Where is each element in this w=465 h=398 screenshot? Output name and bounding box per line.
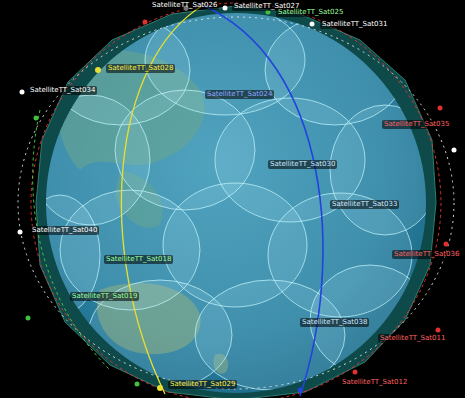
satellite-label: SatelliteTT_Sat026: [150, 1, 219, 10]
satellite-label: SatelliteTT_Sat012: [340, 378, 409, 387]
satellite-label: SatelliteTT_Sat036: [392, 250, 461, 259]
satellite-label: SatelliteTT_Sat030: [268, 160, 337, 169]
satellite-label: SatelliteTT_Sat018: [104, 255, 173, 264]
satellite-label: SatelliteTT_Sat040: [30, 226, 99, 235]
satellite-label: SatelliteTT_Sat038: [300, 318, 369, 327]
satellite-label: SatelliteTT_Sat033: [330, 200, 399, 209]
satellite-label: SatelliteTT_Sat019: [70, 292, 139, 301]
satellite-label: SatelliteTT_Sat024: [205, 90, 274, 99]
satellite-label: SatelliteTT_Sat035: [382, 120, 451, 129]
satellite-label: SatelliteTT_Sat031: [320, 20, 389, 29]
satellite-label: SatelliteTT_Sat028: [106, 64, 175, 73]
satellite-label: SatelliteTT_Sat034: [28, 86, 97, 95]
satellite-label: SatelliteTT_Sat025: [276, 8, 345, 17]
satellite-label: SatelliteTT_Sat011: [378, 334, 447, 343]
satellite-label: SatelliteTT_Sat029: [168, 380, 237, 389]
